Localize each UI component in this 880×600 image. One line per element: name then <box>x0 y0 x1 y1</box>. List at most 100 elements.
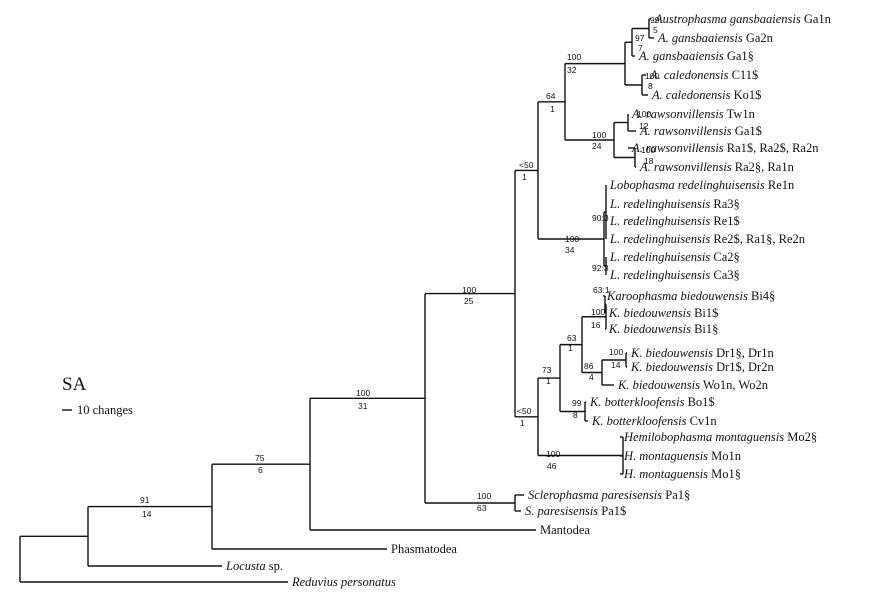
taxon-label: Reduvius personatus <box>291 575 396 589</box>
specimen-code: Cv1n <box>686 414 717 428</box>
specimen-code: Wo1n, Wo2n <box>700 378 769 392</box>
decay-index-value: 1 <box>546 376 551 386</box>
specimen-code: Pa1§ <box>662 488 690 502</box>
bootstrap-value: 100 <box>609 347 623 357</box>
taxon-name: Hemilobophasma montaguensis <box>623 430 784 444</box>
taxon-label: A. caledonensis Ko1$ <box>651 88 761 102</box>
bootstrap-value: 91 <box>140 495 150 505</box>
decay-index-value: 8 <box>573 410 578 420</box>
bootstrap-value: 90:3 <box>592 213 609 223</box>
taxon-label: A. caledonensis C11$ <box>649 68 758 82</box>
taxon-name: Lobophasma redelinghuisensis <box>609 178 765 192</box>
taxon-name: L. redelinghuisensis <box>609 232 710 246</box>
taxon-name: A. rawsonvillensis <box>631 141 724 155</box>
taxon-name: L. redelinghuisensis <box>609 214 710 228</box>
decay-index-value: 14 <box>611 360 621 370</box>
taxon-name: K. biedouwensis <box>608 306 691 320</box>
specimen-code: Ga1$ <box>732 124 762 138</box>
taxon-name: K. biedouwensis <box>608 322 691 336</box>
decay-index-value: 1 <box>520 418 525 428</box>
specimen-code: Bo1$ <box>684 395 714 409</box>
taxon-label: Mantodea <box>540 523 590 537</box>
decay-index-value: 31 <box>358 401 368 411</box>
taxon-name: L. redelinghuisensis <box>609 250 710 264</box>
taxon-name: S. paresisensis <box>525 504 598 518</box>
specimen-code: Mantodea <box>540 523 590 537</box>
taxon-name: Locusta <box>225 559 266 573</box>
taxon-label: Lobophasma redelinghuisensis Re1n <box>609 178 795 192</box>
bootstrap-value: 100 <box>592 130 606 140</box>
taxon-name: K. biedouwensis <box>630 346 713 360</box>
specimen-code: Ga2n <box>743 31 774 45</box>
decay-index-value: 24 <box>592 141 602 151</box>
taxon-name: L. redelinghuisensis <box>609 197 710 211</box>
taxon-label: A. rawsonvillensis Ra1$, Ra2$, Ra2n <box>631 141 819 155</box>
decay-index-value: 32 <box>567 65 577 75</box>
taxon-label: K. botterkloofensis Bo1$ <box>589 395 715 409</box>
taxon-name: A. gansbaaiensis <box>638 49 724 63</box>
taxon-label: K. biedouwensis Dr1§, Dr1n <box>630 346 774 360</box>
taxon-name: A. gansbaaiensis <box>657 31 743 45</box>
specimen-code: sp. <box>266 559 283 573</box>
taxon-name: Karoophasma biedouwensis <box>606 289 748 303</box>
specimen-code: Tw1n <box>724 107 756 121</box>
taxon-label: L. redelinghuisensis Ca3§ <box>609 268 740 282</box>
decay-index-value: 34 <box>565 245 575 255</box>
decay-index-value: 8 <box>648 81 653 91</box>
decay-index-value: 1 <box>522 172 527 182</box>
bootstrap-value: 100 <box>356 388 370 398</box>
legend: SA 10 changes <box>62 374 133 417</box>
bootstrap-value: 73 <box>542 365 552 375</box>
bootstrap-value: 100 <box>567 52 581 62</box>
bootstrap-value: 100 <box>462 285 476 295</box>
taxon-label: Phasmatodea <box>391 542 457 556</box>
taxon-label: K. botterkloofensis Cv1n <box>591 414 717 428</box>
taxon-name: A. rawsonvillensis <box>631 107 724 121</box>
decay-index-value: 1 <box>568 343 573 353</box>
decay-index-value: 7 <box>638 43 643 53</box>
bootstrap-value: 92:3 <box>592 263 609 273</box>
bootstrap-value: 63:1 <box>593 285 610 295</box>
taxon-label: A. rawsonvillensis Tw1n <box>631 107 756 121</box>
taxon-label: A. gansbaaiensis Ga1§ <box>638 49 754 63</box>
taxon-name: K. botterkloofensis <box>589 395 685 409</box>
bootstrap-value: 100 <box>641 145 655 155</box>
taxon-label: L. redelinghuisensis Ra3§ <box>609 197 740 211</box>
taxon-label: L. redelinghuisensis Ca2§ <box>609 250 740 264</box>
taxon-label: H. montaguensis Mo1n <box>623 449 742 463</box>
specimen-code: Ca2§ <box>710 250 740 264</box>
taxon-label: A. gansbaaiensis Ga2n <box>657 31 774 45</box>
taxon-label: K. biedouwensis Wo1n, Wo2n <box>617 378 769 392</box>
taxon-name: Reduvius personatus <box>291 575 396 589</box>
taxon-name: K. botterkloofensis <box>591 414 687 428</box>
specimen-code: Dr1$, Dr2n <box>713 360 775 374</box>
bootstrap-value: 99 <box>572 398 582 408</box>
taxon-name: A. caledonensis <box>649 68 729 82</box>
taxon-name: K. biedouwensis <box>617 378 700 392</box>
taxon-label: S. paresisensis Pa1$ <box>525 504 626 518</box>
taxon-label: L. redelinghuisensis Re1$ <box>609 214 740 228</box>
bootstrap-value: 97 <box>635 33 645 43</box>
taxon-label: K. biedouwensis Bi1§ <box>608 322 718 336</box>
specimen-code: Ra3§ <box>710 197 740 211</box>
specimen-code: Ra1$, Ra2$, Ra2n <box>724 141 820 155</box>
decay-index-value: 18 <box>644 156 654 166</box>
decay-index-value: 6 <box>258 465 263 475</box>
decay-index-value: 25 <box>464 296 474 306</box>
specimen-code: Ga1n <box>801 12 832 26</box>
bootstrap-value: 100 <box>591 307 605 317</box>
specimen-code: Mo1n <box>708 449 742 463</box>
decay-index-value: 4 <box>589 372 594 382</box>
decay-index-value: 14 <box>142 509 152 519</box>
scale-bar-label: 10 changes <box>77 403 133 417</box>
decay-index-value: 5 <box>653 25 658 35</box>
specimen-code: Phasmatodea <box>391 542 457 556</box>
panel-label: SA <box>62 374 87 395</box>
taxon-label: K. biedouwensis Dr1$, Dr2n <box>630 360 774 374</box>
specimen-code: Ca3§ <box>710 268 740 282</box>
taxon-name: H. montaguensis <box>623 467 708 481</box>
bootstrap-value: 86 <box>584 361 594 371</box>
taxon-label: Locusta sp. <box>225 559 283 573</box>
specimen-code: Mo1§ <box>708 467 741 481</box>
